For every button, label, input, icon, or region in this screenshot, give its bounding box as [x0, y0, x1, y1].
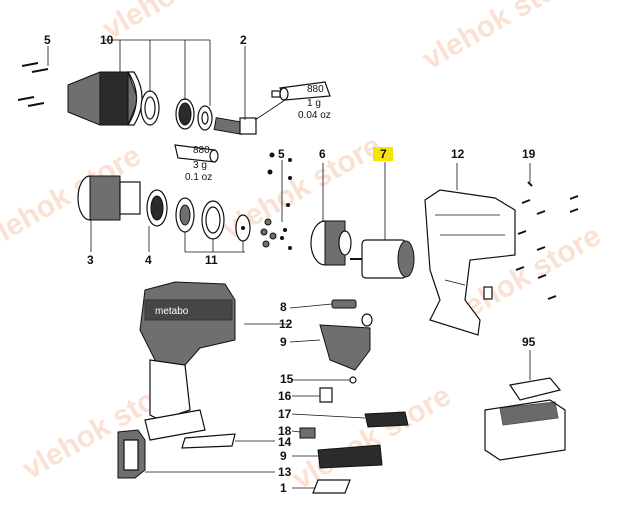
grease-weight-mid: 0.1 oz	[185, 172, 212, 183]
callout-5: 5	[44, 33, 51, 47]
part-8	[331, 299, 357, 309]
callout-14: 14	[278, 435, 292, 449]
screws-19-right	[515, 163, 579, 300]
callout-16: 16	[278, 389, 292, 403]
leader-lines	[145, 303, 366, 489]
screws-5-middle	[260, 152, 292, 250]
part-9-board	[317, 444, 383, 469]
callout-12-body: 12	[279, 317, 293, 331]
ring-4	[146, 189, 168, 252]
battery-95	[484, 350, 566, 461]
grease-amount-mid: 3 g	[193, 160, 207, 171]
callout-12-top: 12	[451, 147, 465, 161]
armature-6	[310, 163, 352, 266]
grease-code-mid: 880	[193, 145, 210, 156]
callout-4: 4	[145, 253, 152, 267]
grease-code-top: 880	[307, 84, 324, 95]
gear-housing-10	[67, 39, 213, 131]
motor-7	[350, 162, 415, 279]
brand-logo-text: metabo	[155, 306, 189, 317]
screws-5-top-left	[17, 46, 49, 107]
callout-13: 13	[278, 465, 292, 479]
callout-10: 10	[100, 33, 114, 47]
drill-body: metabo	[139, 281, 236, 441]
callout-11: 11	[205, 253, 218, 267]
callout-7: 7	[380, 147, 387, 161]
callout-8: 8	[280, 300, 287, 314]
callout-17: 17	[278, 407, 292, 421]
grease-amount-top: 1 g	[307, 98, 321, 109]
grease-weight-top: 0.04 oz	[298, 110, 331, 121]
part-9-switch	[319, 324, 371, 371]
watermark: vlehok store	[417, 0, 587, 76]
callout-5-mid: 5	[278, 147, 285, 161]
impact-mechanism-3	[77, 175, 141, 252]
part-17	[364, 411, 409, 428]
grease-tube-top: 880 1 g 0.04 oz	[254, 81, 331, 121]
part-16	[319, 387, 333, 403]
callout-9-top: 9	[280, 335, 287, 349]
callout-7-highlight	[373, 147, 393, 161]
callout-3: 3	[87, 253, 94, 267]
callout-18: 18	[278, 424, 292, 438]
callout-19: 19	[522, 147, 536, 161]
callout-15: 15	[280, 372, 294, 386]
callout-95: 95	[522, 335, 536, 349]
housing-half-12	[424, 163, 516, 336]
spindle-2	[213, 46, 257, 135]
callout-labels: 5 10 2 5 6 7 12 19 3 4 11 8 12 9 15 16 1…	[44, 33, 536, 495]
part-14	[181, 433, 236, 449]
grease-tube-mid: 880 3 g 0.1 oz	[174, 144, 219, 183]
callout-6: 6	[319, 147, 326, 161]
callout-2: 2	[240, 33, 247, 47]
callout-1: 1	[280, 481, 287, 495]
gear-set-11	[175, 197, 251, 253]
part-18	[299, 427, 316, 439]
belt-clip-13	[117, 429, 146, 479]
switch-assembly	[181, 299, 409, 494]
part-15	[349, 376, 357, 384]
part-1	[312, 479, 351, 494]
callout-9-bottom: 9	[280, 449, 287, 463]
